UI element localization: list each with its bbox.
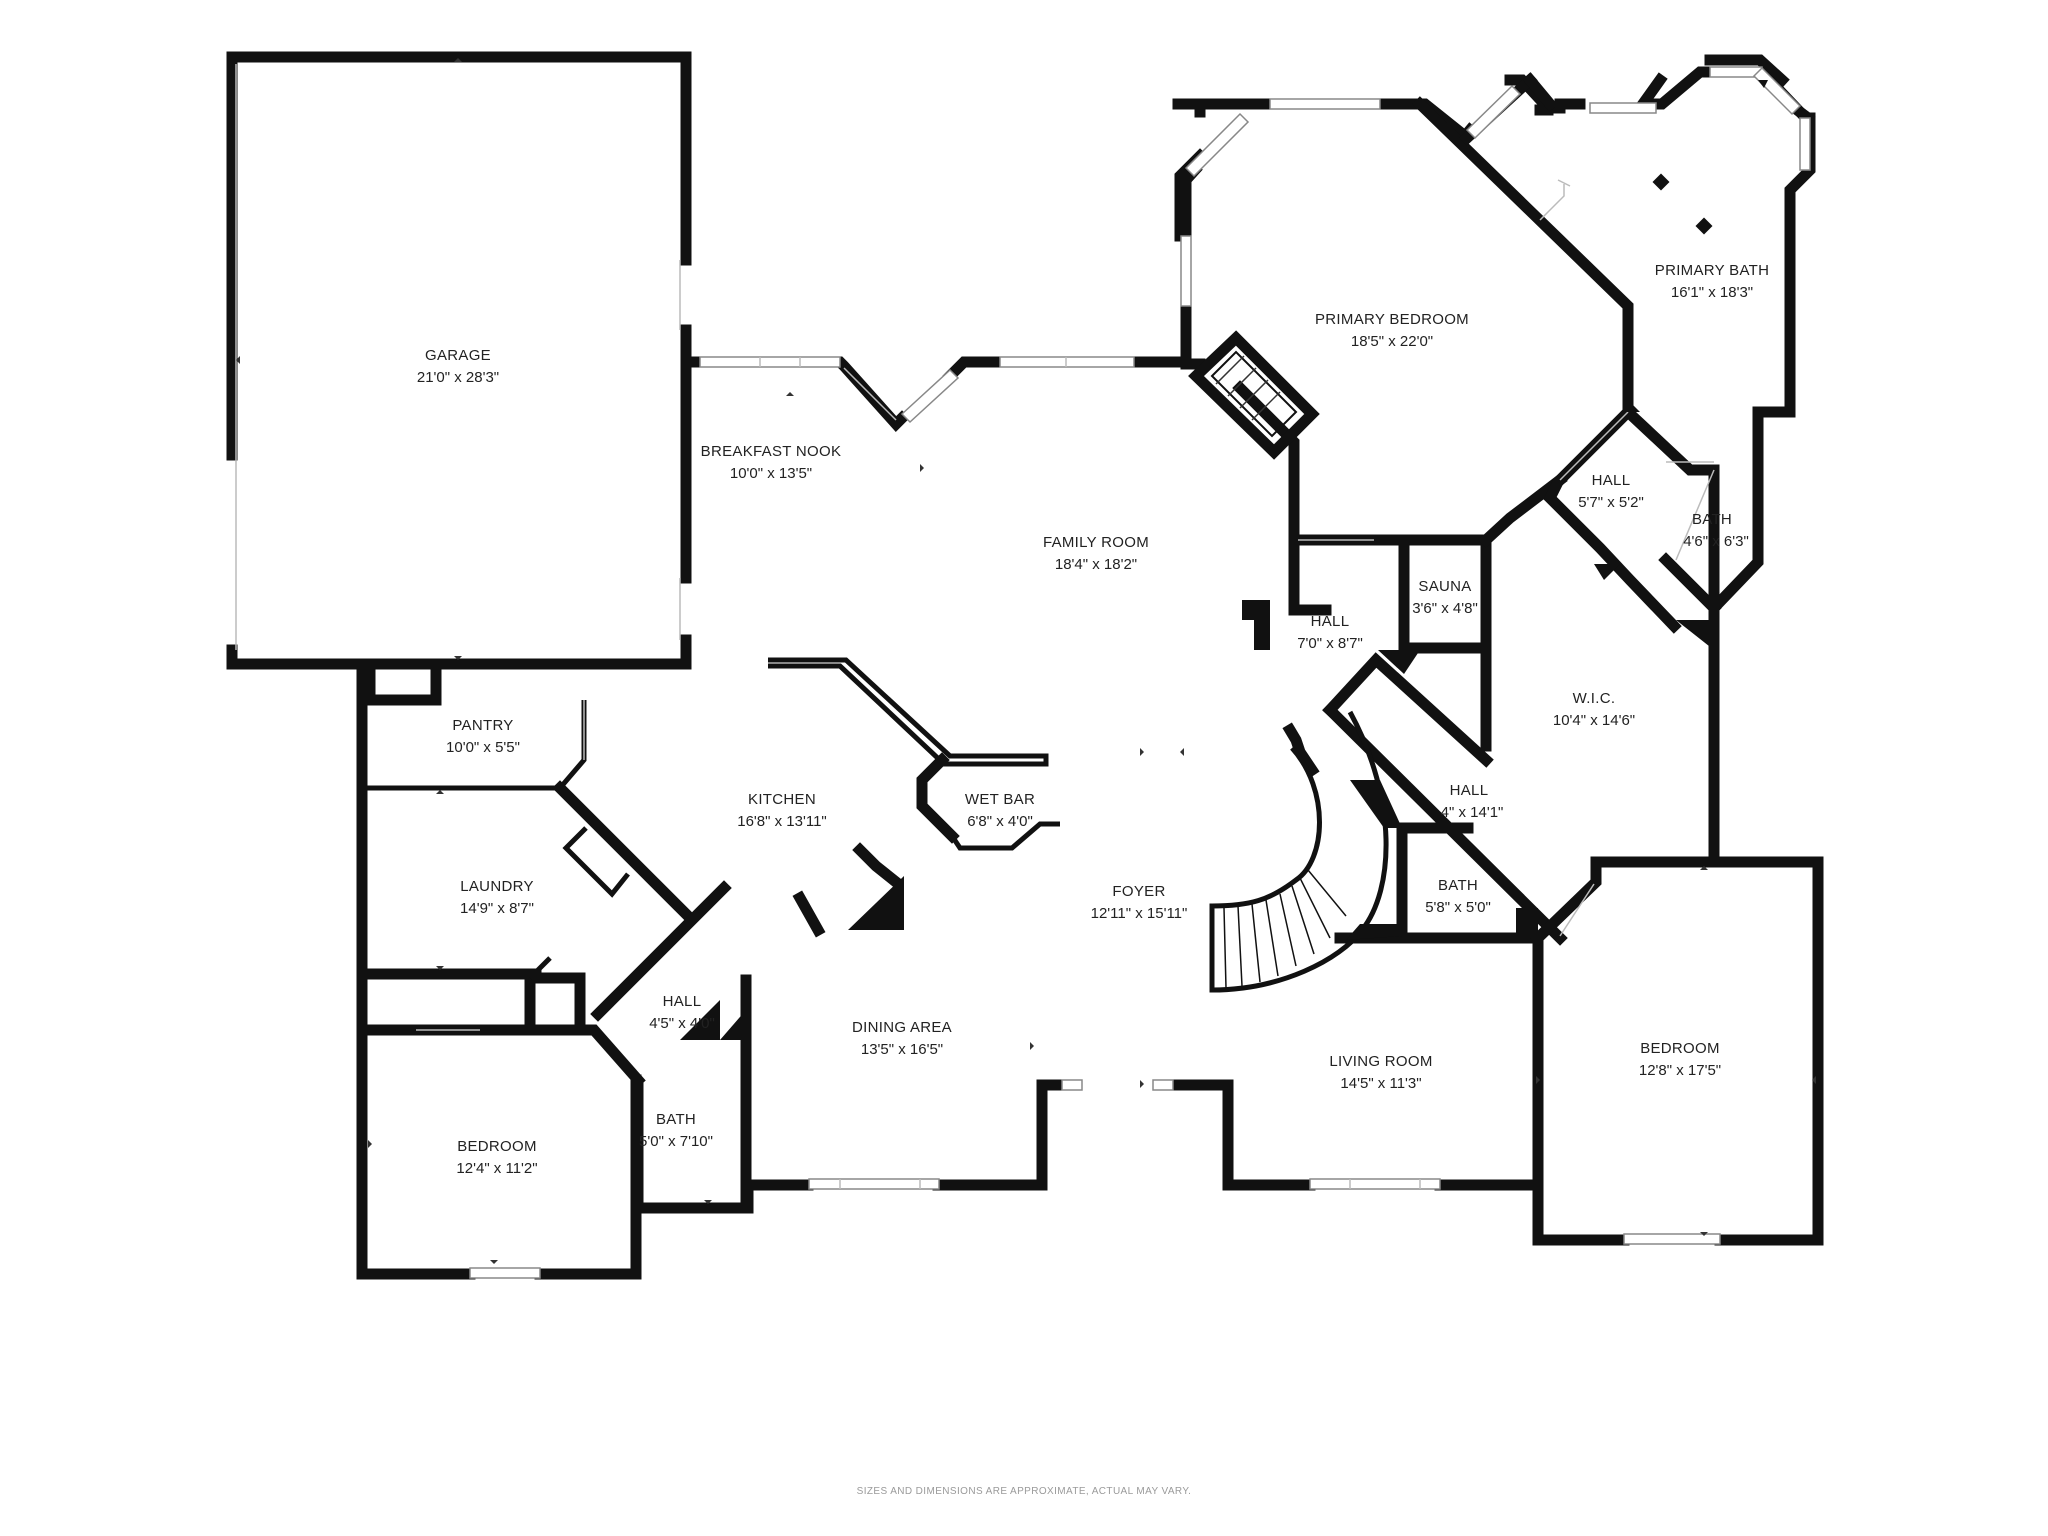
room-label-primary-bath: PRIMARY BATH	[1655, 262, 1769, 279]
room-dim-breakfast-nook: 10'0" x 13'5"	[730, 465, 812, 482]
room-label-dining-area: DINING AREA	[852, 1019, 952, 1036]
room-label-bedroom-left: BEDROOM	[457, 1138, 537, 1155]
room-label-wet-bar: WET BAR	[965, 791, 1035, 808]
room-label-hall-upper: HALL	[1592, 472, 1631, 489]
room-label-wic: W.I.C.	[1573, 690, 1616, 707]
room-dim-hall-lower: 4'5" x 4'0"	[649, 1015, 715, 1032]
room-label-pantry: PANTRY	[452, 717, 513, 734]
room-label-family-room: FAMILY ROOM	[1043, 534, 1149, 551]
room-label-garage: GARAGE	[425, 347, 491, 364]
interior-walls	[360, 104, 1722, 1214]
room-dim-bedroom-left: 12'4" x 11'2"	[456, 1160, 537, 1177]
room-label-bath-middle: BATH	[1438, 877, 1478, 894]
room-dim-bath-middle: 5'8" x 5'0"	[1425, 899, 1491, 916]
room-label-primary-bedroom: PRIMARY BEDROOM	[1315, 311, 1469, 328]
room-dim-pantry: 10'0" x 5'5"	[446, 739, 520, 756]
room-dim-primary-bedroom: 18'5" x 22'0"	[1351, 333, 1433, 350]
room-dim-kitchen: 16'8" x 13'11"	[737, 813, 827, 830]
room-dim-primary-bath: 16'1" x 18'3"	[1671, 284, 1753, 301]
room-dim-laundry: 14'9" x 8'7"	[460, 900, 534, 917]
room-label-living-room: LIVING ROOM	[1329, 1053, 1432, 1070]
room-label-laundry: LAUNDRY	[460, 878, 534, 895]
room-label-bath-lower: BATH	[656, 1111, 696, 1128]
windows	[469, 66, 1811, 1279]
room-dim-bath-upper: 4'6" x 6'3"	[1683, 533, 1749, 550]
fireplace	[1188, 330, 1320, 460]
room-dim-foyer: 12'11" x 15'11"	[1091, 905, 1188, 922]
room-dim-bath-lower: 5'0" x 7'10"	[639, 1133, 713, 1150]
room-dim-bedroom-right: 12'8" x 17'5"	[1639, 1062, 1721, 1079]
room-label-hall-lower: HALL	[663, 993, 702, 1010]
room-label-bath-upper: BATH	[1692, 511, 1732, 528]
room-dim-wic: 10'4" x 14'6"	[1553, 712, 1635, 729]
primary-suite-walls	[1174, 66, 1816, 418]
room-label-sauna: SAUNA	[1418, 578, 1471, 595]
room-label-foyer: FOYER	[1112, 883, 1165, 900]
staircase	[1209, 710, 1402, 993]
room-dim-living-room: 14'5" x 11'3"	[1340, 1075, 1421, 1092]
room-dim-hall-upper: 5'7" x 5'2"	[1578, 494, 1644, 511]
room-label-hall-middle: HALL	[1311, 613, 1350, 630]
room-dim-dining-area: 13'5" x 16'5"	[861, 1041, 943, 1058]
room-label-kitchen: KITCHEN	[748, 791, 816, 808]
room-dim-sauna: 3'6" x 4'8"	[1412, 600, 1478, 617]
room-dim-garage: 21'0" x 28'3"	[417, 369, 499, 386]
room-label-bedroom-right: BEDROOM	[1640, 1040, 1720, 1057]
room-dim-wet-bar: 6'8" x 4'0"	[967, 813, 1033, 830]
room-labels: GARAGE 21'0" x 28'3" BREAKFAST NOOK 10'0…	[417, 262, 1769, 1177]
room-label-hall-diagonal: HALL	[1450, 782, 1489, 799]
room-label-breakfast-nook: BREAKFAST NOOK	[701, 443, 842, 460]
disclaimer-text: SIZES AND DIMENSIONS ARE APPROXIMATE, AC…	[856, 1486, 1192, 1497]
room-dim-hall-middle: 7'0" x 8'7"	[1297, 635, 1363, 652]
room-dim-family-room: 18'4" x 18'2"	[1055, 556, 1137, 573]
dimension-ticks	[236, 58, 1816, 1264]
room-dim-hall-diagonal: 4" x 14'1"	[1441, 804, 1504, 821]
exterior-walls	[356, 54, 1824, 1280]
door-openings	[235, 64, 1715, 1031]
